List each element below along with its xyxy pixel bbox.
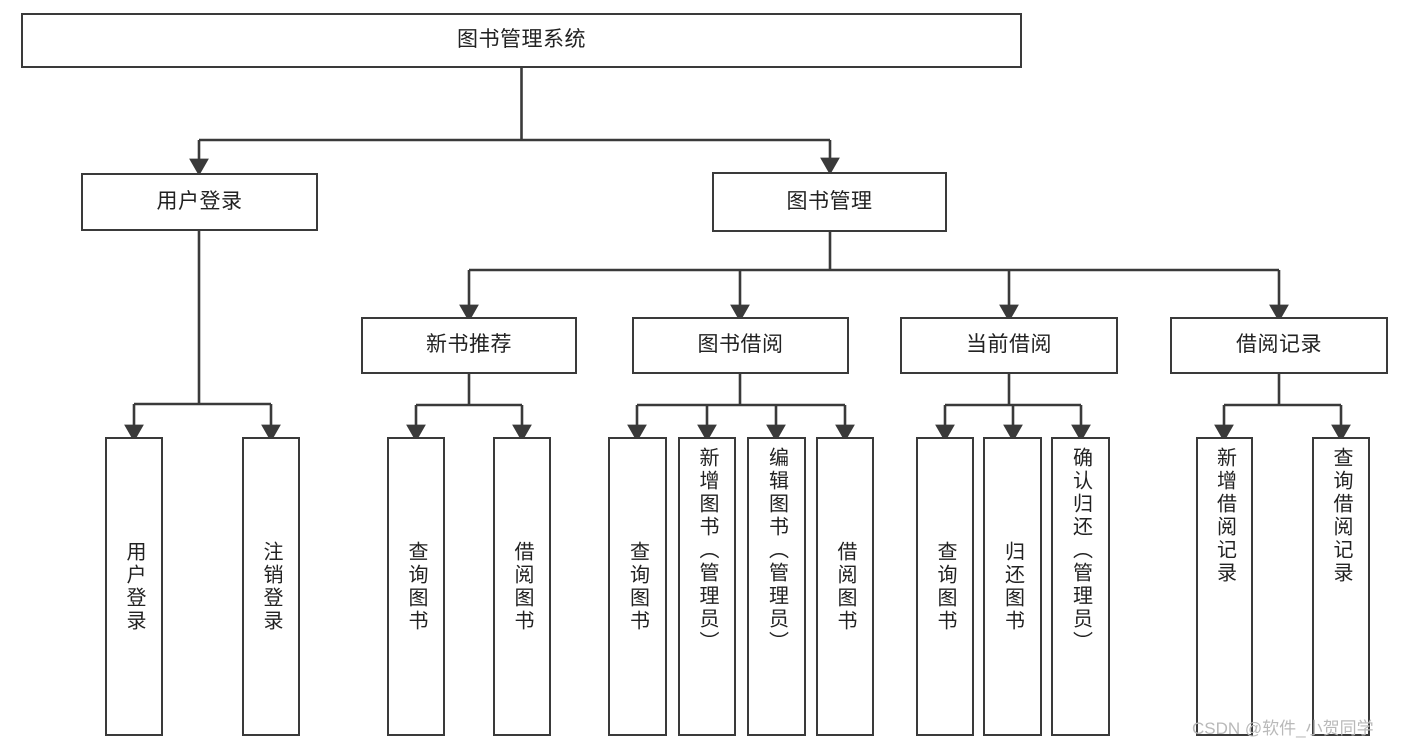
node-root-label: 图书管理系统 (457, 28, 586, 52)
leaf-book-borrow-add[interactable]: 新增图书（管理员） (678, 437, 736, 736)
node-current-borrow[interactable]: 当前借阅 (900, 317, 1118, 374)
node-borrow-record[interactable]: 借阅记录 (1170, 317, 1388, 374)
leaf-user-login-login[interactable]: 用户登录 (105, 437, 163, 736)
node-current-borrow-label: 当前借阅 (966, 333, 1052, 357)
node-user-login[interactable]: 用户登录 (81, 173, 318, 231)
leaf-current-borrow-confirm-return[interactable]: 确认归还（管理员） (1051, 437, 1110, 736)
leaf-label: 注销登录 (260, 540, 282, 633)
node-book-borrow-label: 图书借阅 (697, 333, 784, 357)
node-book-manage-label: 图书管理 (786, 189, 873, 213)
node-root[interactable]: 图书管理系统 (21, 13, 1022, 68)
leaf-label: 确认归还（管理员） (1069, 447, 1092, 654)
leaf-label: 借阅图书 (834, 540, 856, 633)
leaf-label: 借阅图书 (511, 540, 533, 633)
leaf-label: 查询借阅记录 (1330, 447, 1352, 585)
node-new-book-recommend[interactable]: 新书推荐 (361, 317, 577, 374)
node-new-book-recommend-label: 新书推荐 (426, 333, 512, 357)
node-user-login-label: 用户登录 (156, 189, 243, 213)
leaf-user-login-logout[interactable]: 注销登录 (242, 437, 300, 736)
leaf-borrow-record-add[interactable]: 新增借阅记录 (1196, 437, 1253, 736)
leaf-label: 新增图书（管理员） (696, 447, 718, 654)
leaf-new-book-borrow[interactable]: 借阅图书 (493, 437, 551, 736)
leaf-current-borrow-return[interactable]: 归还图书 (983, 437, 1042, 736)
leaf-label: 新增借阅记录 (1213, 447, 1236, 585)
leaf-new-book-query[interactable]: 查询图书 (387, 437, 445, 736)
leaf-label: 归还图书 (1001, 540, 1024, 633)
watermark: CSDN @软件_小贺同学 (1192, 719, 1374, 738)
node-borrow-record-label: 借阅记录 (1236, 333, 1322, 357)
leaf-label: 用户登录 (123, 540, 145, 633)
leaf-label: 查询图书 (405, 540, 427, 633)
leaf-current-borrow-query[interactable]: 查询图书 (916, 437, 974, 736)
leaf-book-borrow-borrow[interactable]: 借阅图书 (816, 437, 874, 736)
leaf-book-borrow-query[interactable]: 查询图书 (608, 437, 667, 736)
leaf-label: 编辑图书（管理员） (765, 447, 788, 654)
leaf-book-borrow-edit[interactable]: 编辑图书（管理员） (747, 437, 806, 736)
leaf-label: 查询图书 (934, 540, 956, 633)
node-book-borrow[interactable]: 图书借阅 (632, 317, 849, 374)
leaf-borrow-record-query[interactable]: 查询借阅记录 (1312, 437, 1370, 736)
node-book-manage[interactable]: 图书管理 (712, 172, 947, 232)
leaf-label: 查询图书 (626, 540, 649, 633)
